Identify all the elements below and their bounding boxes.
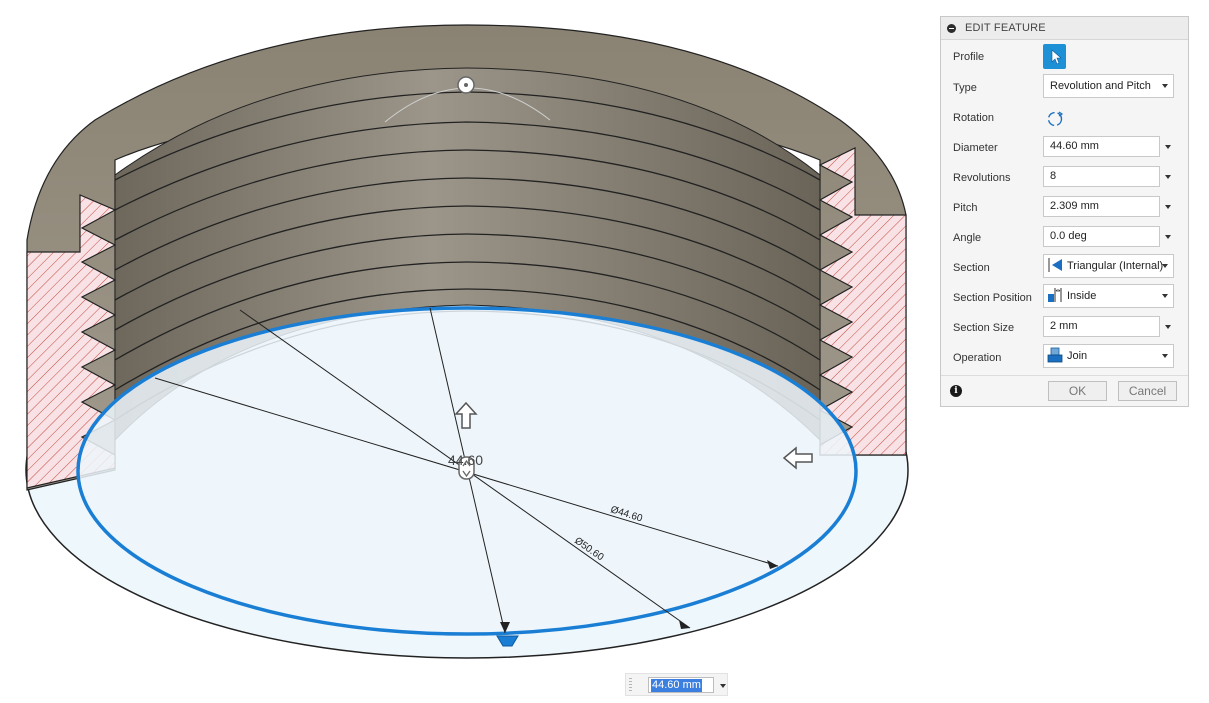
angle-label: Angle [953, 232, 982, 244]
floating-dimension-input: 44.60 mm [625, 673, 728, 696]
thread-surface [114, 67, 821, 442]
profile-row: Profile [941, 42, 1188, 72]
rotation-label: Rotation [953, 112, 994, 124]
inside-position-icon [1048, 288, 1062, 303]
revolutions-input[interactable]: 8 [1043, 166, 1160, 187]
profile-select-button[interactable] [1043, 44, 1066, 69]
section-position-row: Section Position Inside [941, 283, 1188, 313]
left-arrow-manipulator-icon[interactable] [782, 446, 813, 470]
section-position-select[interactable]: Inside [1043, 284, 1174, 308]
type-select[interactable]: Revolution and Pitch [1043, 74, 1174, 98]
rotation-row: Rotation [941, 103, 1188, 133]
angle-dropdown-icon[interactable] [1165, 235, 1171, 239]
cancel-button[interactable]: Cancel [1118, 381, 1177, 401]
section-position-label: Section Position [953, 292, 1032, 304]
panel-footer: i OK Cancel [941, 375, 1188, 407]
section-size-label: Section Size [953, 322, 1015, 334]
type-value: Revolution and Pitch [1050, 80, 1151, 92]
floating-value-text: 44.60 mm [651, 679, 702, 692]
profile-label: Profile [953, 51, 985, 63]
collapse-icon[interactable] [947, 23, 956, 33]
ok-button[interactable]: OK [1048, 381, 1107, 401]
diameter-label: Diameter [953, 142, 998, 154]
section-label: Section [953, 262, 990, 274]
up-arrow-manipulator-icon[interactable] [454, 401, 478, 429]
pitch-dropdown-icon[interactable] [1165, 205, 1171, 209]
operation-row: Operation Join [941, 343, 1188, 373]
section-size-row: Section Size 2 mm [941, 313, 1188, 343]
chevron-down-icon [1162, 264, 1168, 268]
operation-select[interactable]: Join [1043, 344, 1174, 368]
section-row: Section Triangular (Internal) [941, 253, 1188, 283]
center-dimension-label: 44.60 [448, 452, 483, 468]
revolutions-dropdown-icon[interactable] [1165, 175, 1171, 179]
join-icon [1047, 347, 1063, 363]
section-select[interactable]: Triangular (Internal) [1043, 254, 1174, 278]
pitch-label: Pitch [953, 202, 978, 214]
drag-grip-icon[interactable] [629, 678, 632, 692]
diameter-row: Diameter 44.60 mm [941, 133, 1188, 163]
section-size-input[interactable]: 2 mm [1043, 316, 1160, 337]
cursor-arrow-icon [1051, 49, 1062, 65]
floating-value-field[interactable]: 44.60 mm [648, 677, 714, 693]
type-row: Type Revolution and Pitch [941, 73, 1188, 103]
angle-row: Angle 0.0 deg [941, 223, 1188, 253]
operation-value: Join [1067, 350, 1088, 362]
rotation-direction-icon[interactable] [1046, 110, 1064, 128]
triangular-section-icon [1048, 258, 1062, 273]
operation-label: Operation [953, 352, 1002, 364]
edit-feature-panel: EDIT FEATURE Profile Type Revolution and… [940, 16, 1189, 407]
center-handle-icon[interactable] [458, 456, 475, 480]
section-size-dropdown-icon[interactable] [1165, 325, 1171, 329]
chevron-down-icon [1162, 84, 1168, 88]
floating-dropdown-icon[interactable] [720, 684, 726, 688]
revolutions-label: Revolutions [953, 172, 1011, 184]
panel-header: EDIT FEATURE [941, 17, 1188, 40]
angle-input[interactable]: 0.0 deg [1043, 226, 1160, 247]
revolutions-row: Revolutions 8 [941, 163, 1188, 193]
section-value: Triangular (Internal) [1067, 260, 1164, 272]
diameter-input[interactable]: 44.60 mm [1043, 136, 1160, 157]
type-label: Type [953, 82, 977, 94]
top-point-handle-icon[interactable] [457, 76, 475, 94]
panel-title: EDIT FEATURE [965, 22, 1046, 34]
pitch-input[interactable]: 2.309 mm [1043, 196, 1160, 217]
chevron-down-icon [1162, 294, 1168, 298]
chevron-down-icon [1162, 354, 1168, 358]
info-icon[interactable]: i [950, 385, 962, 397]
down-arrow-manipulator-icon[interactable] [496, 635, 519, 647]
pitch-row: Pitch 2.309 mm [941, 193, 1188, 223]
section-position-value: Inside [1067, 290, 1097, 302]
diameter-dropdown-icon[interactable] [1165, 145, 1171, 149]
